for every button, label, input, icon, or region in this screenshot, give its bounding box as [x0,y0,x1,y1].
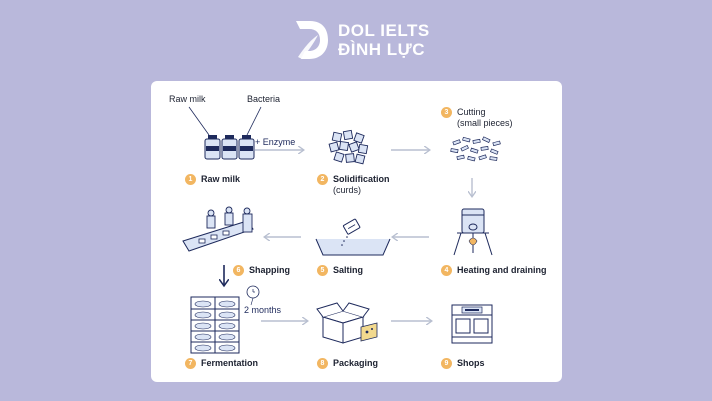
raw-milk-label: Raw milk [169,94,206,104]
step-solidification: 2 Solidification (curds) [317,174,390,196]
step-raw-milk: 1 Raw milk [185,174,240,185]
salting-tray-icon [315,218,391,256]
step-shops: 9 Shops [441,358,485,369]
step-number: 4 [441,265,452,276]
milk-cans-icon [204,135,255,160]
step-salting: 5 Salting [317,265,363,276]
step-sublabel: (small pieces) [457,118,513,128]
shop-building-icon [451,304,493,344]
small-pieces-icon [450,136,501,162]
step-number: 5 [317,265,328,276]
step-number: 9 [441,358,452,369]
step-label: Packaging [333,358,379,368]
step-fermentation: 7 Fermentation [185,358,258,369]
brand: DOL IELTS ĐÌNH LỰC [294,16,430,64]
step-label: Heating and draining [457,265,547,275]
step-number: 1 [185,174,196,185]
bacteria-label: Bacteria [247,94,281,104]
step-label: Fermentation [201,358,259,368]
step-packaging: 8 Packaging [317,358,378,369]
step-number: 3 [441,107,452,118]
step-shaping: 6 Shapping [233,265,290,276]
step-label: Salting [333,265,364,275]
step-number: 2 [317,174,328,185]
step-sublabel: (curds) [333,185,362,195]
step-cutting: 3 Cutting (small pieces) [441,107,513,129]
packaging-box-icon [316,302,378,344]
step-number: 7 [185,358,196,369]
brand-name: DOL IELTS [338,21,430,40]
step-number: 6 [233,265,244,276]
shaping-workers-icon [182,206,254,252]
flow-arrows [151,81,562,382]
heating-vat-icon [453,208,493,256]
fermentation-shelves-icon [190,296,240,354]
diagram-card: Raw milk Bacteria [151,81,562,382]
step-label: Raw milk [201,174,241,184]
brand-logo [296,21,328,59]
curds-icon [328,129,369,165]
step-heating-draining: 4 Heating and draining [441,265,547,276]
duration-label: 2 months [244,305,282,315]
enzyme-label: + Enzyme [255,137,296,147]
label-pointers [188,106,262,136]
step-label: Cutting [457,107,486,117]
step-label: Shops [457,358,485,368]
step-label: Shapping [249,265,290,275]
brand-subname: ĐÌNH LỰC [338,40,426,59]
step-number: 8 [317,358,328,369]
step-label: Solidification [333,174,390,184]
